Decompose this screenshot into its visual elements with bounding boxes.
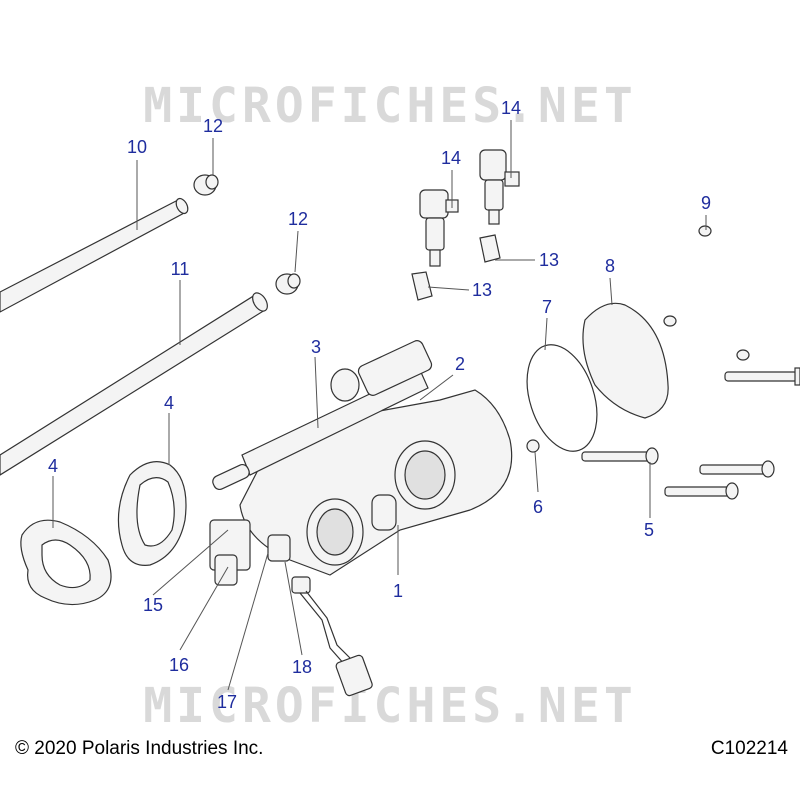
cover-plate <box>582 302 669 419</box>
fuel-line-10 <box>0 197 189 313</box>
callout-9: 9 <box>700 193 712 213</box>
callout-8: 8 <box>604 256 616 276</box>
gasket-right <box>117 461 187 566</box>
bolt-mid-2 <box>699 460 775 478</box>
fuel-injector-left <box>419 189 459 267</box>
callout-4-right: 4 <box>163 393 175 413</box>
injector-clip-lower <box>411 271 433 301</box>
fuel-injector-right <box>479 149 520 225</box>
hose-clamp-lower <box>275 273 301 295</box>
watermark-top: MICROFICHES.NET <box>143 83 637 129</box>
fuel-rail <box>212 340 433 491</box>
callout-1: 1 <box>392 581 404 601</box>
callout-13-lower: 13 <box>471 280 493 300</box>
throttle-body <box>239 389 513 576</box>
figure-code: C102214 <box>710 738 788 759</box>
callout-5: 5 <box>643 520 655 540</box>
callout-16: 16 <box>168 655 190 675</box>
leader-lines <box>52 120 707 691</box>
fuel-line-11 <box>0 292 268 476</box>
callout-14-right: 14 <box>500 98 522 118</box>
injector-clip-upper <box>479 234 501 263</box>
screw-9 <box>698 225 712 237</box>
callout-4-left: 4 <box>47 456 59 476</box>
screw-small <box>663 315 677 327</box>
bolt-upper <box>724 367 800 386</box>
callout-12-upper: 12 <box>202 116 224 136</box>
bolt-mid-1 <box>581 447 659 465</box>
watermark-bottom: MICROFICHES.NET <box>143 683 637 729</box>
callout-13-upper: 13 <box>538 250 560 270</box>
gasket-left <box>20 519 112 606</box>
callout-17: 17 <box>216 692 238 712</box>
bolt-lower <box>664 482 739 500</box>
copyright-notice: © 2020 Polaris Industries Inc. <box>15 738 264 759</box>
hose-clamp-upper <box>193 174 219 196</box>
callout-12-lower: 12 <box>287 209 309 229</box>
callout-6: 6 <box>532 497 544 517</box>
callout-10: 10 <box>126 137 148 157</box>
callout-2: 2 <box>454 354 466 374</box>
callout-7: 7 <box>541 297 553 317</box>
callout-14-left: 14 <box>440 148 462 168</box>
callout-3: 3 <box>310 337 322 357</box>
screw-6 <box>526 439 540 453</box>
callout-15: 15 <box>142 595 164 615</box>
screw-small-2 <box>736 349 750 361</box>
callout-11: 11 <box>170 259 190 279</box>
callout-18: 18 <box>291 657 313 677</box>
